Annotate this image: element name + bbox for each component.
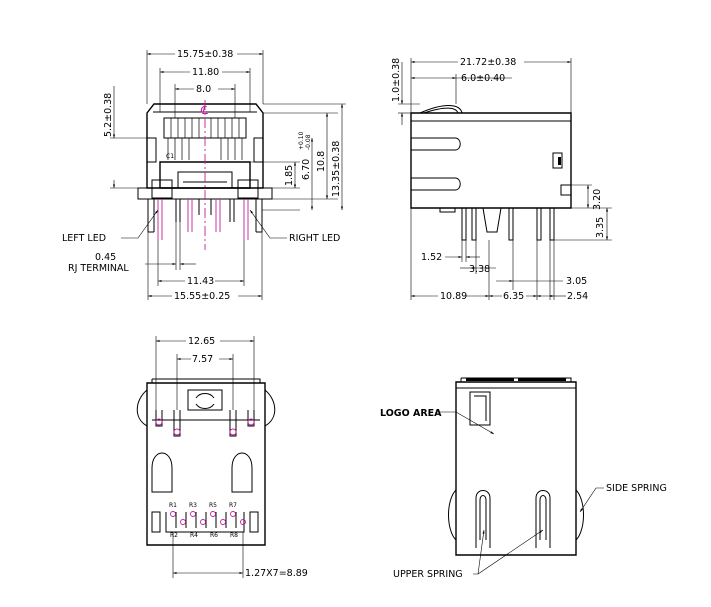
front-view-left-dimensions: 5.2±0.38 <box>103 86 147 189</box>
front-dim-11-43: 11.43 <box>187 276 214 287</box>
label-side-spring: SIDE SPRING <box>606 483 667 494</box>
side-view-bottom-dimensions: 1.52 3.38 3.05 10.89 6.35 2.54 <box>410 208 588 302</box>
front-view-led-labels: LEFT LED RIGHT LED <box>62 209 340 244</box>
side-dim-6-0: 6.0±0.40 <box>461 73 505 84</box>
side-dim-3-38: 3.38 <box>469 264 490 275</box>
side-view-outline <box>410 105 572 241</box>
bottom-dim-7-57: 7.57 <box>192 354 213 365</box>
bottom-dim-pitch: 1.27X7=8.89 <box>245 568 308 579</box>
side-view: 21.72±0.38 6.0±0.40 1.0±0.38 3.20 3.35 <box>391 56 612 302</box>
rear-view: LOGO AREA SIDE SPRING UPPER SPRING <box>380 377 667 580</box>
front-label-right-led: RIGHT LED <box>289 233 340 244</box>
bottom-view-pins <box>155 418 255 525</box>
label-logo-area: LOGO AREA <box>380 408 442 419</box>
label-upper-spring: UPPER SPRING <box>393 569 463 580</box>
front-dim-15-75: 15.75±0.38 <box>177 49 233 60</box>
pin-label-r4: R4 <box>190 532 198 539</box>
front-label-left-led: LEFT LED <box>62 233 106 244</box>
front-view-right-dimensions: 1.85 6.70 +0.10 -0.08 10.8 13.35±0.38 <box>250 103 346 211</box>
front-dim-10-8: 10.8 <box>316 151 327 172</box>
front-dim-6-70: 6.70 <box>301 159 312 180</box>
front-view-centerline-symbol: ℄ <box>200 103 208 117</box>
front-view-pin-c1-label: C1 <box>166 153 174 160</box>
pin-label-r2: R2 <box>170 532 178 539</box>
side-dim-3-05: 3.05 <box>566 276 587 287</box>
front-dim-1-85: 1.85 <box>284 165 295 186</box>
bottom-dim-12-65: 12.65 <box>188 336 215 347</box>
side-dim-2-54: 2.54 <box>567 291 588 302</box>
pin-label-r5: R5 <box>209 502 217 509</box>
bottom-view-dimensions: 12.65 7.57 1.27X7=8.89 <box>155 335 308 579</box>
rear-view-labels: LOGO AREA SIDE SPRING UPPER SPRING <box>380 408 667 580</box>
bottom-view-outline <box>136 378 276 546</box>
pin-label-r3: R3 <box>189 502 197 509</box>
front-dim-5-2: 5.2±0.38 <box>103 93 114 137</box>
front-view-led-pins <box>157 199 249 240</box>
side-dim-6-35: 6.35 <box>503 291 524 302</box>
side-dim-3-35: 3.35 <box>595 217 606 238</box>
front-dim-13-35: 13.35±0.38 <box>331 141 342 197</box>
front-dim-6-70-tol-minus: -0.08 <box>305 134 312 150</box>
front-dim-6-70-tol-plus: +0.10 <box>298 131 305 150</box>
side-dim-1-0: 1.0±0.38 <box>391 58 402 102</box>
front-dim-8-0: 8.0 <box>196 84 211 95</box>
front-view-top-dimensions: 15.75±0.38 11.80 8.0 <box>146 47 264 118</box>
rear-view-outline <box>448 377 584 556</box>
front-view-bottom-dimensions: 0.45 RJ TERMINAL 11.43 15.55±0.25 <box>68 222 263 302</box>
side-view-left-dimensions: 1.0±0.38 <box>391 58 420 125</box>
bottom-view: R1 R3 R5 R7 R2 R4 R6 R8 12.65 7.57 1.27X… <box>136 335 308 579</box>
side-dim-3-20: 3.20 <box>592 189 603 210</box>
bottom-view-pin-labels: R1 R3 R5 R7 R2 R4 R6 R8 <box>169 502 238 539</box>
side-dim-10-89: 10.89 <box>440 291 467 302</box>
front-view-outline <box>137 103 273 233</box>
side-view-right-dimensions: 3.20 3.35 <box>554 184 612 241</box>
pin-label-r1: R1 <box>169 502 177 509</box>
front-dim-15-55: 15.55±0.25 <box>174 291 230 302</box>
front-view: ℄ C1 15.75±0.38 11.80 8.0 5.2±0 <box>62 47 346 302</box>
side-dim-21-72: 21.72±0.38 <box>460 57 516 68</box>
front-dim-11-80: 11.80 <box>192 67 219 78</box>
side-view-top-dimensions: 21.72±0.38 6.0±0.40 <box>410 56 572 113</box>
pin-label-r7: R7 <box>229 502 237 509</box>
side-dim-1-52: 1.52 <box>421 252 442 263</box>
front-dim-0-45: 0.45 <box>95 252 116 263</box>
pin-label-r8: R8 <box>230 532 238 539</box>
front-label-rj-terminal: RJ TERMINAL <box>68 263 129 274</box>
pin-label-r6: R6 <box>210 532 218 539</box>
